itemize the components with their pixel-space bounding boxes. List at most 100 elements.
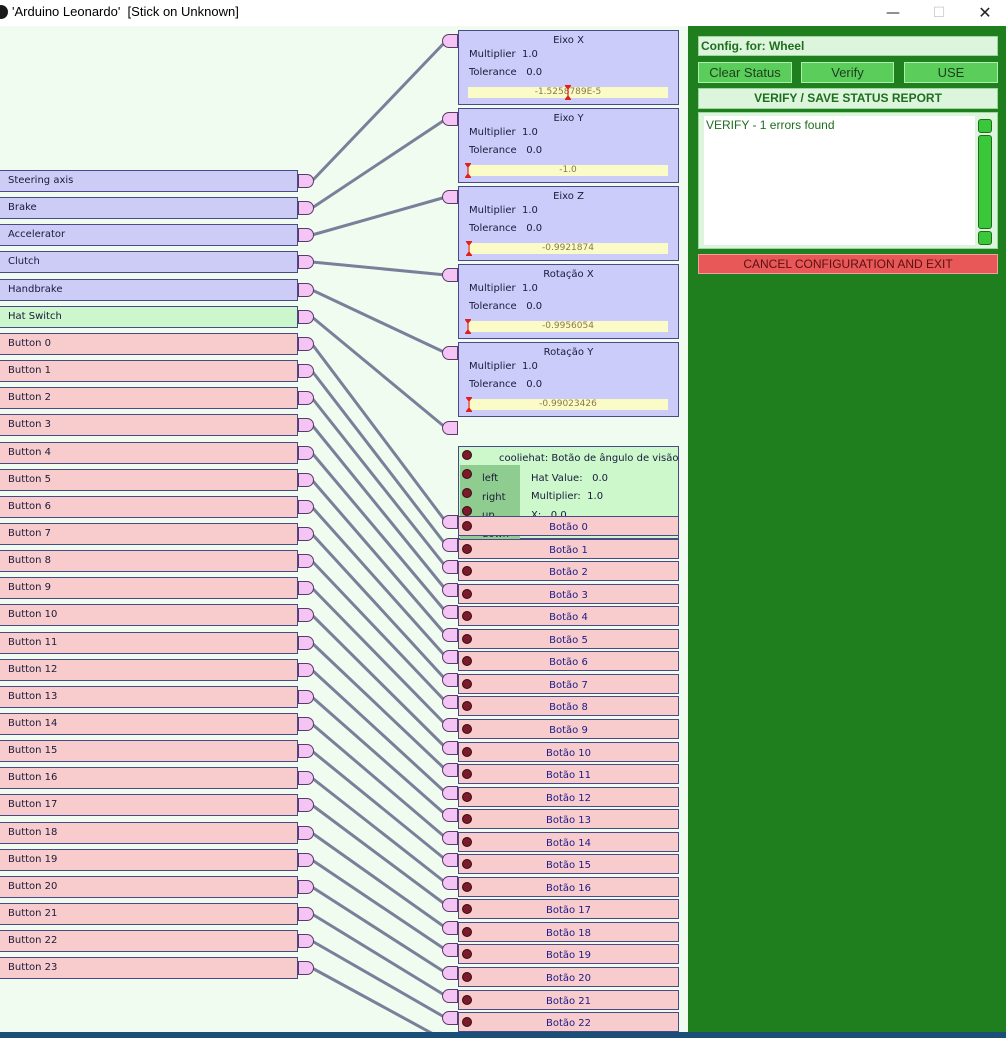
input-button-9[interactable]: Button 9 [0, 577, 298, 599]
output-button[interactable]: Botão 14 [458, 832, 679, 852]
input-button-13[interactable]: Button 13 [0, 686, 298, 708]
input-button-11[interactable]: Button 11 [0, 632, 298, 654]
output-button[interactable]: Botão 10 [458, 742, 679, 762]
minimize-button[interactable]: — [886, 5, 900, 21]
input-button-4[interactable]: Button 4 [0, 442, 298, 464]
output-dot[interactable] [462, 972, 472, 982]
output-dot[interactable] [462, 792, 472, 802]
output-button[interactable]: Botão 21 [458, 990, 679, 1010]
input-button-8[interactable]: Button 8 [0, 550, 298, 572]
output-dot[interactable] [462, 769, 472, 779]
input-brake[interactable]: Brake [0, 197, 298, 219]
input-button-20[interactable]: Button 20 [0, 876, 298, 898]
output-connector[interactable] [442, 898, 458, 912]
input-connector[interactable] [298, 418, 314, 432]
output-dot[interactable] [462, 679, 472, 689]
input-button-15[interactable]: Button 15 [0, 740, 298, 762]
input-button-17[interactable]: Button 17 [0, 794, 298, 816]
output-dot[interactable] [462, 1017, 472, 1027]
input-button-10[interactable]: Button 10 [0, 604, 298, 626]
input-button-16[interactable]: Button 16 [0, 767, 298, 789]
output-button[interactable]: Botão 11 [458, 764, 679, 784]
input-connector[interactable] [298, 907, 314, 921]
input-clutch[interactable]: Clutch [0, 251, 298, 273]
output-connector[interactable] [442, 695, 458, 709]
output-dot[interactable] [462, 544, 472, 554]
input-button-12[interactable]: Button 12 [0, 659, 298, 681]
input-button-2[interactable]: Button 2 [0, 387, 298, 409]
output-connector[interactable] [442, 943, 458, 957]
output-button[interactable]: Botão 5 [458, 629, 679, 649]
input-connector[interactable] [298, 961, 314, 975]
report-text[interactable]: VERIFY - 1 errors found [704, 116, 975, 245]
input-connector[interactable] [298, 201, 314, 215]
clear-status-button[interactable]: Clear Status [698, 62, 792, 83]
output-dot[interactable] [462, 589, 472, 599]
input-connector[interactable] [298, 391, 314, 405]
scroll-down-button[interactable] [978, 231, 992, 245]
output-button[interactable]: Botão 4 [458, 606, 679, 626]
input-connector[interactable] [298, 174, 314, 188]
output-dot[interactable] [462, 814, 472, 824]
output-dot[interactable] [462, 995, 472, 1005]
output-button[interactable]: Botão 3 [458, 584, 679, 604]
input-connector[interactable] [298, 608, 314, 622]
input-connector[interactable] [298, 880, 314, 894]
output-connector[interactable] [442, 966, 458, 980]
input-connector[interactable] [298, 771, 314, 785]
output-dot[interactable] [462, 724, 472, 734]
output-connector[interactable] [442, 583, 458, 597]
output-connector[interactable] [442, 605, 458, 619]
tolerance-value[interactable]: 0.0 [526, 145, 543, 156]
tolerance-value[interactable]: 0.0 [526, 379, 543, 390]
maximize-button[interactable]: ☐ [932, 5, 946, 21]
tolerance-value[interactable]: 0.0 [526, 67, 543, 78]
input-button-3[interactable]: Button 3 [0, 414, 298, 436]
output-button[interactable]: Botão 22 [458, 1012, 679, 1032]
input-connector[interactable] [298, 228, 314, 242]
output-connector[interactable] [442, 628, 458, 642]
input-button-7[interactable]: Button 7 [0, 523, 298, 545]
input-connector[interactable] [298, 473, 314, 487]
output-connector[interactable] [442, 763, 458, 777]
use-button[interactable]: USE [904, 62, 998, 83]
scrollbar-thumb[interactable] [978, 135, 992, 229]
output-connector[interactable] [442, 673, 458, 687]
output-dot[interactable] [462, 611, 472, 621]
tolerance-value[interactable]: 0.0 [526, 301, 543, 312]
input-connector[interactable] [298, 934, 314, 948]
input-button-23[interactable]: Button 23 [0, 957, 298, 979]
input-button-1[interactable]: Button 1 [0, 360, 298, 382]
input-button-14[interactable]: Button 14 [0, 713, 298, 735]
hat-dot[interactable] [462, 450, 472, 460]
output-connector[interactable] [442, 808, 458, 822]
input-button-22[interactable]: Button 22 [0, 930, 298, 952]
output-connector[interactable] [442, 515, 458, 529]
output-connector[interactable] [442, 650, 458, 664]
output-dot[interactable] [462, 949, 472, 959]
axis-connector[interactable] [442, 112, 458, 126]
input-button-21[interactable]: Button 21 [0, 903, 298, 925]
axis-connector[interactable] [442, 346, 458, 360]
hat-direction-dot[interactable] [462, 469, 472, 479]
axis-connector[interactable] [442, 190, 458, 204]
tolerance-value[interactable]: 0.0 [526, 223, 543, 234]
input-connector[interactable] [298, 636, 314, 650]
output-dot[interactable] [462, 521, 472, 531]
input-button-18[interactable]: Button 18 [0, 822, 298, 844]
input-handbrake[interactable]: Handbrake [0, 279, 298, 301]
output-connector[interactable] [442, 538, 458, 552]
input-connector[interactable] [298, 690, 314, 704]
input-connector[interactable] [298, 310, 314, 324]
input-connector[interactable] [298, 337, 314, 351]
input-connector[interactable] [298, 798, 314, 812]
output-dot[interactable] [462, 859, 472, 869]
output-connector[interactable] [442, 853, 458, 867]
input-button-5[interactable]: Button 5 [0, 469, 298, 491]
input-button-19[interactable]: Button 19 [0, 849, 298, 871]
output-button[interactable]: Botão 12 [458, 787, 679, 807]
